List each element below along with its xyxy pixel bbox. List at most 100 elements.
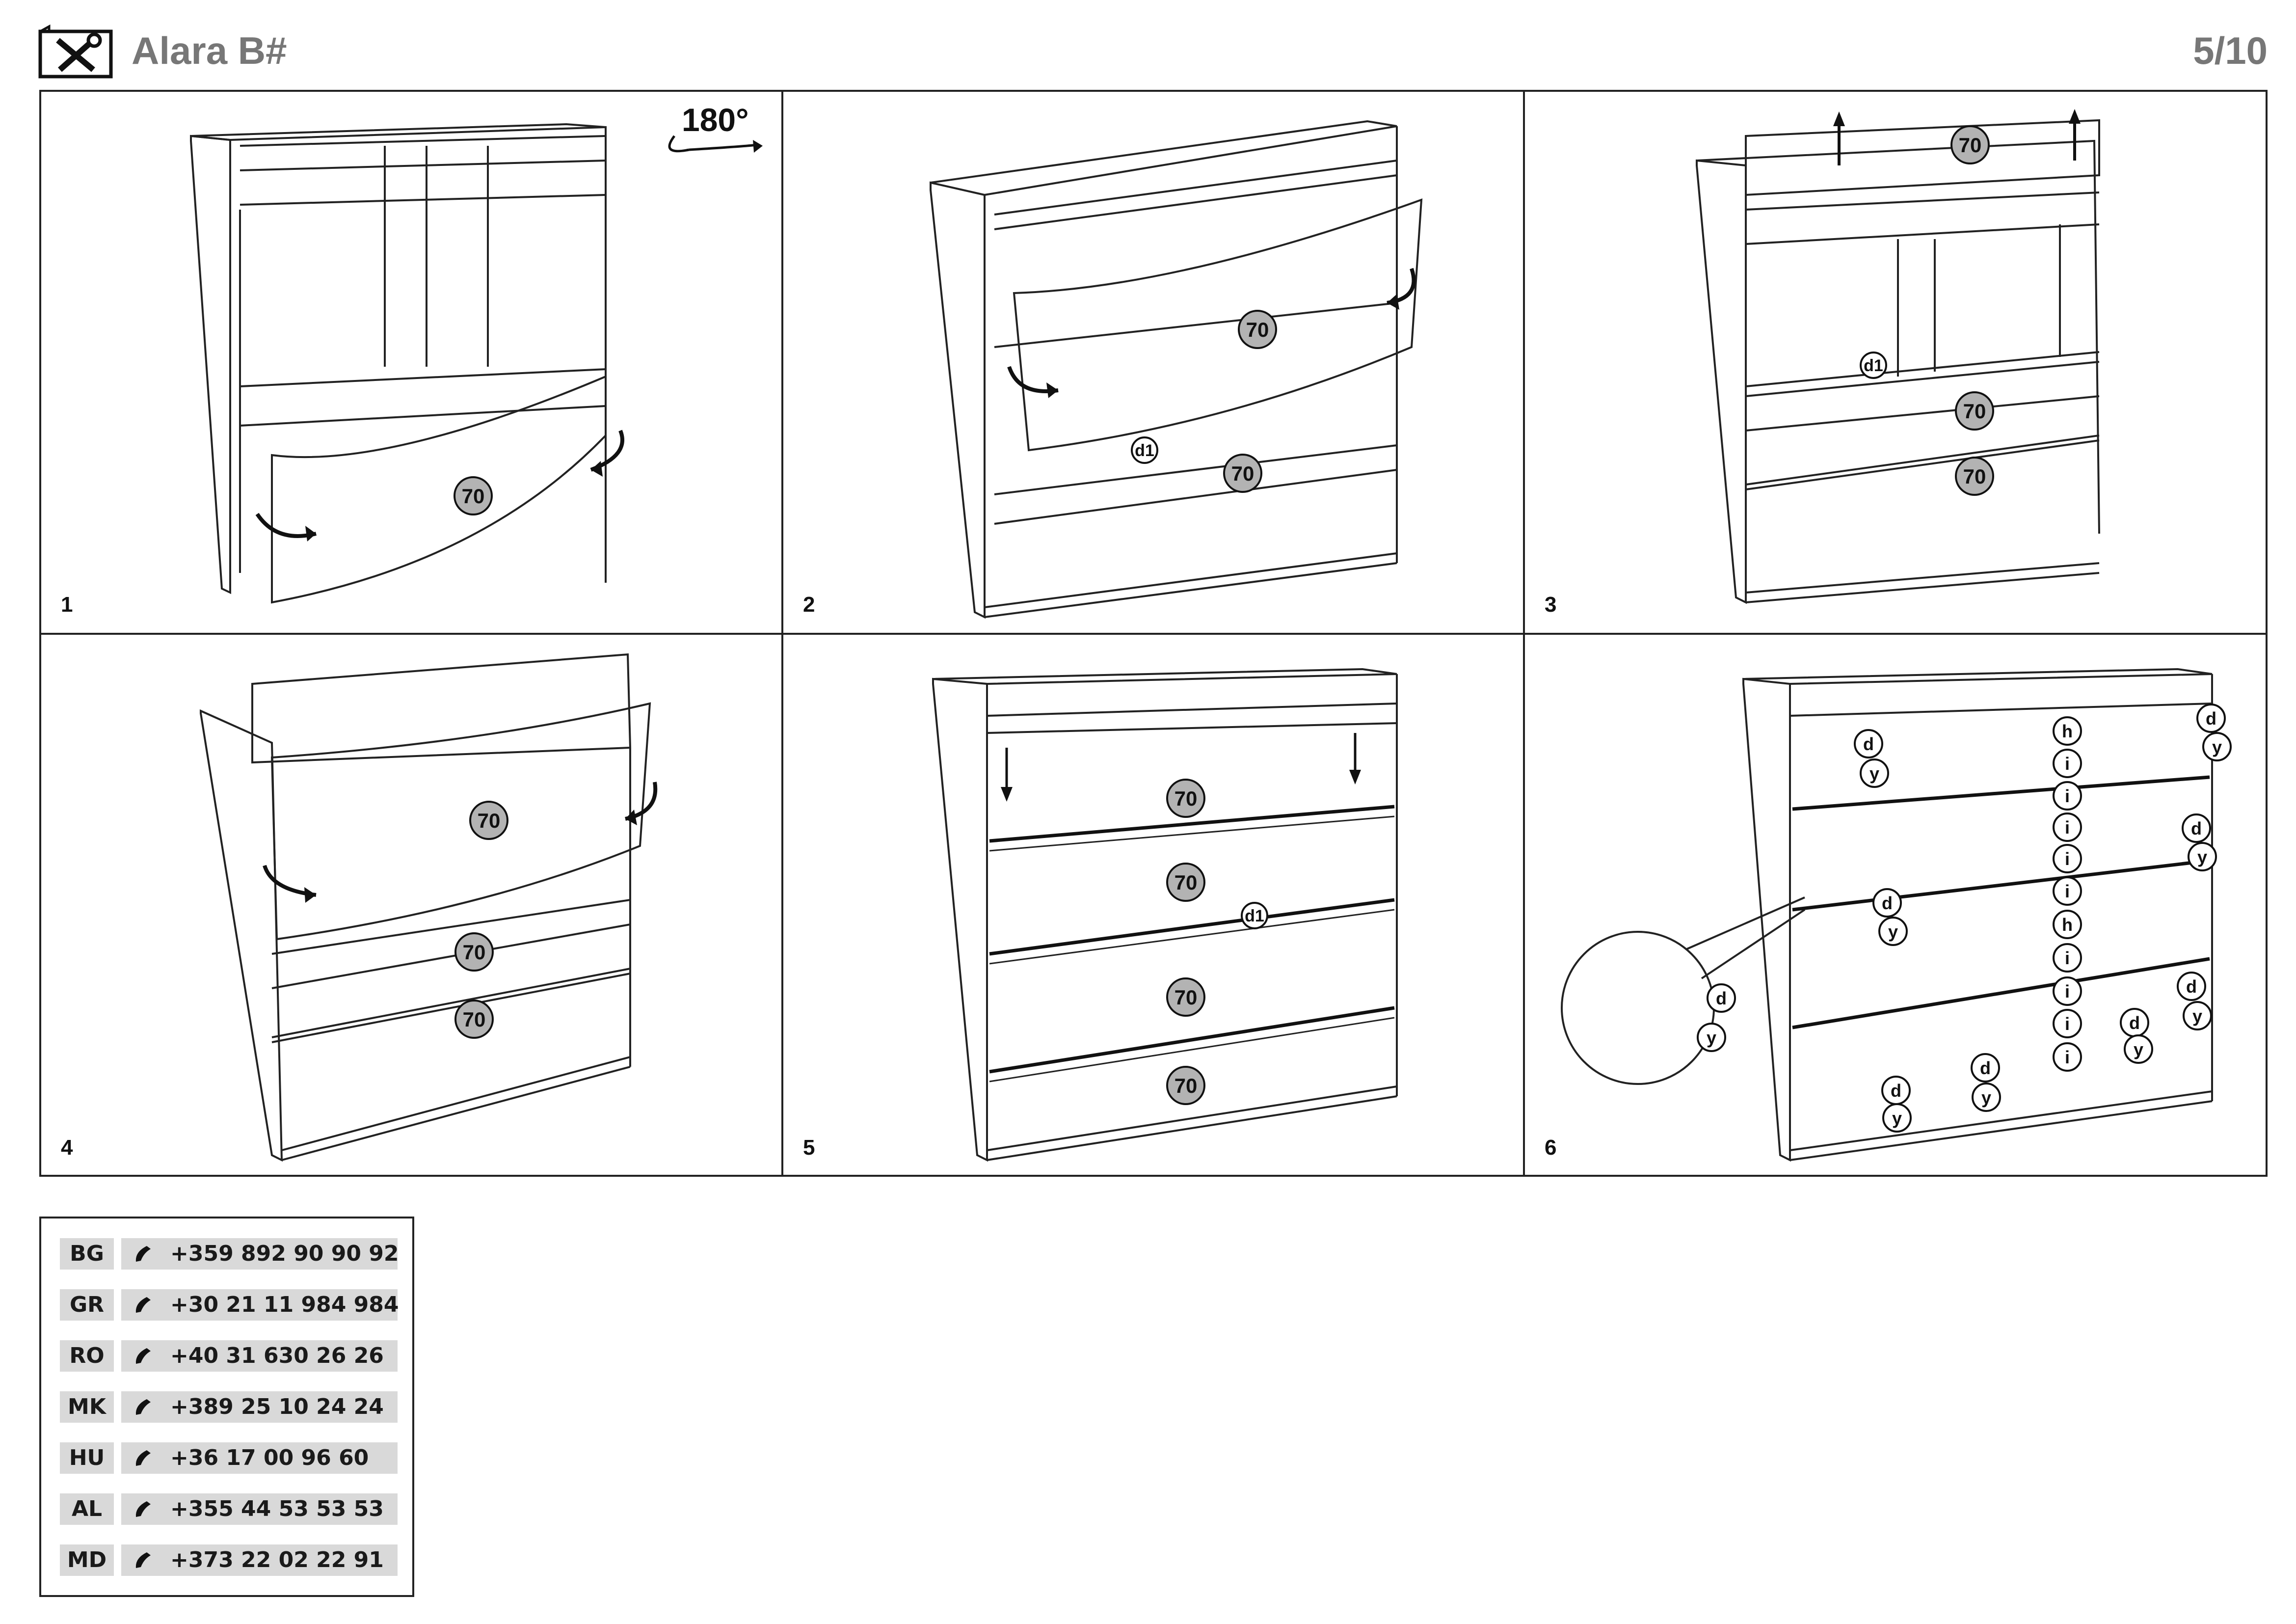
svg-text:i: i (2065, 981, 2070, 1001)
hardware-y-marker: y (1860, 758, 1889, 788)
page-header: Alara B# 5/10 (38, 25, 2268, 79)
part-badge: 70 (1223, 454, 1262, 493)
step-1-panel: 180° 70 1 (41, 92, 782, 632)
hardware-i-marker: i (2053, 1009, 2082, 1038)
hardware-y-marker: y (1972, 1083, 2001, 1112)
svg-text:i: i (2065, 948, 2070, 968)
part-badge: 70 (454, 932, 494, 972)
hardware-d1-marker: d1 (1860, 352, 1887, 379)
svg-text:70: 70 (1959, 134, 1982, 157)
svg-text:y: y (2212, 737, 2222, 757)
hardware-i-marker: i (2053, 844, 2082, 873)
hardware-h-marker: h (2053, 910, 2082, 939)
svg-text:y: y (1888, 921, 1898, 942)
part-badge: 70 (1166, 977, 1205, 1017)
instruction-grid: 180° 70 1 (39, 90, 2268, 1177)
contact-row: MK +389 25 10 24 24 (60, 1391, 398, 1423)
step-number: 5 (803, 1136, 815, 1160)
phone-icon (135, 1450, 151, 1466)
country-code: MD (60, 1544, 114, 1576)
hardware-d-marker: d (1872, 888, 1902, 918)
hardware-i-marker: i (2053, 876, 2082, 906)
step-number: 3 (1545, 593, 1557, 617)
svg-text:d: d (1882, 893, 1893, 913)
svg-text:y: y (1892, 1108, 1902, 1128)
svg-text:d: d (2191, 818, 2202, 839)
phone-number: +40 31 630 26 26 (170, 1343, 384, 1368)
tools-icon (38, 25, 113, 79)
svg-text:y: y (1707, 1028, 1716, 1048)
page-title: Alara B# (132, 29, 287, 72)
hardware-d1-marker: d1 (1131, 436, 1158, 464)
svg-text:d: d (1863, 734, 1874, 754)
svg-text:y: y (2197, 847, 2207, 867)
hardware-d-marker: d (1881, 1076, 1911, 1105)
phone-icon (135, 1246, 151, 1262)
part-badge: 70 (1950, 125, 1990, 164)
step-5-panel: 70 70 70 70 d1 5 (783, 635, 1524, 1175)
contact-row: MD +373 22 02 22 91 (60, 1544, 398, 1576)
svg-text:d: d (1716, 988, 1727, 1008)
part-badge: 70 (454, 1000, 494, 1039)
phone-icon (135, 1399, 151, 1415)
hardware-y-marker: y (1882, 1103, 1912, 1133)
hardware-d1-marker: d1 (1241, 902, 1268, 929)
hardware-i-marker: i (2053, 749, 2082, 778)
step-2-illustration: 70 70 d1 (930, 120, 1423, 619)
svg-text:d: d (2186, 976, 2197, 997)
part-badge: 70 (1166, 779, 1205, 818)
hardware-d-marker: d (1971, 1053, 2000, 1083)
contact-row: HU +36 17 00 96 60 (60, 1442, 398, 1474)
svg-text:70: 70 (478, 809, 501, 832)
contact-row: RO +40 31 630 26 26 (60, 1340, 398, 1372)
svg-text:70: 70 (462, 485, 485, 508)
step-1-illustration: 180° 70 (190, 102, 763, 604)
contact-row: BG +359 892 90 90 92 (60, 1238, 399, 1270)
step-3-illustration: 70 70 70 d1 (1696, 109, 2100, 604)
support-contacts: BG +359 892 90 90 92 GR +30 21 11 984 98… (39, 1217, 414, 1597)
svg-text:d: d (1891, 1081, 1901, 1101)
svg-text:70: 70 (1963, 400, 1986, 423)
rotate-label: 180° (682, 102, 749, 138)
country-code: GR (60, 1289, 114, 1321)
phone-cell: +36 17 00 96 60 (121, 1442, 398, 1474)
hardware-d-marker: d (1854, 729, 1883, 758)
hardware-d-marker: d (2182, 813, 2211, 843)
svg-text:d1: d1 (1864, 356, 1883, 375)
hardware-i-marker: i (2053, 976, 2082, 1006)
svg-text:y: y (1869, 763, 1879, 784)
phone-cell: +355 44 53 53 53 (121, 1493, 398, 1525)
hardware-d-marker: d (1707, 983, 1736, 1013)
country-code: AL (60, 1493, 114, 1525)
part-badge: 70 (454, 476, 493, 515)
hardware-y-marker: y (2183, 1001, 2212, 1030)
svg-text:y: y (2192, 1006, 2202, 1026)
svg-text:d1: d1 (1135, 441, 1154, 460)
svg-text:h: h (2062, 915, 2073, 935)
hardware-d-marker: d (2177, 972, 2206, 1001)
phone-number: +389 25 10 24 24 (170, 1394, 384, 1419)
svg-text:i: i (2065, 1014, 2070, 1034)
svg-text:i: i (2065, 849, 2070, 869)
part-badge: 70 (469, 801, 508, 840)
phone-number: +36 17 00 96 60 (170, 1445, 369, 1470)
step-number: 4 (61, 1136, 73, 1160)
phone-cell: +30 21 11 984 984 (121, 1289, 399, 1321)
part-badge: 70 (1955, 457, 1994, 496)
svg-text:d1: d1 (1245, 907, 1264, 925)
phone-cell: +40 31 630 26 26 (121, 1340, 398, 1372)
country-code: BG (60, 1238, 114, 1270)
part-badge: 70 (1166, 863, 1205, 902)
phone-number: +373 22 02 22 91 (170, 1547, 384, 1572)
svg-text:70: 70 (463, 1008, 486, 1031)
step-2-panel: 70 70 d1 2 (783, 92, 1524, 632)
phone-cell: +373 22 02 22 91 (121, 1544, 398, 1576)
svg-text:h: h (2062, 721, 2073, 741)
step-6-panel: d y d y h i i i i i d y d y h i i i i d … (1525, 635, 2266, 1175)
phone-icon (135, 1297, 151, 1313)
hardware-i-marker: i (2053, 781, 2082, 811)
svg-text:i: i (2065, 881, 2070, 901)
svg-text:70: 70 (1175, 1074, 1198, 1097)
hardware-d-marker: d (2120, 1008, 2149, 1037)
step-4-panel: 70 70 70 4 (41, 635, 782, 1175)
